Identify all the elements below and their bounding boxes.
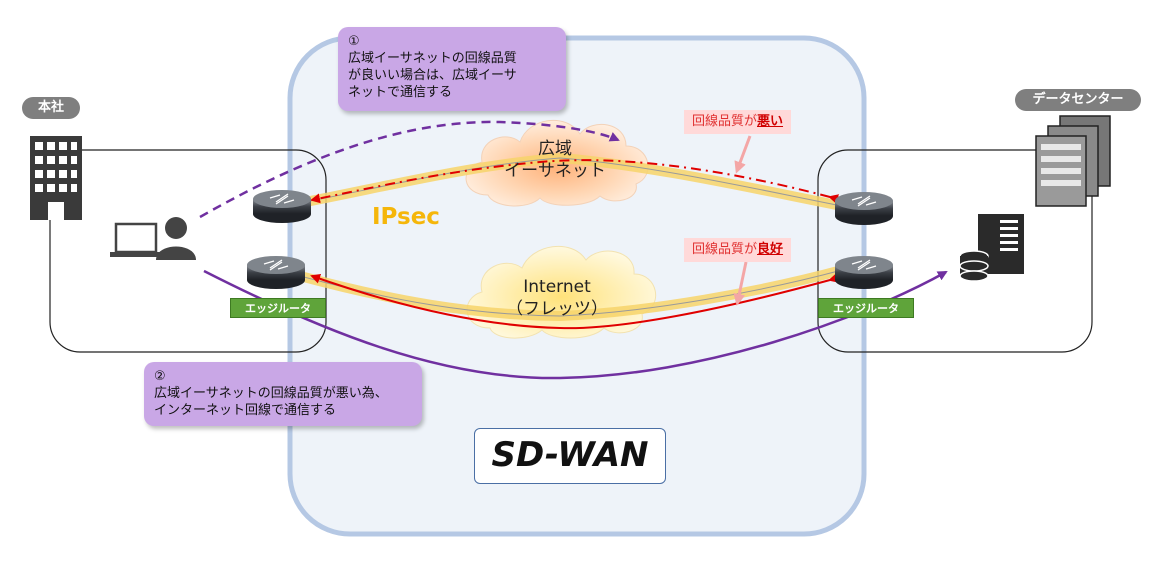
database-server-icon [959, 214, 1024, 282]
ipsec-tunnel-upper [299, 152, 843, 211]
edge-router-label-hq: エッジルータ [230, 298, 326, 318]
ipsec-tunnel-lower [298, 265, 844, 322]
router-icon-hq-lower [247, 256, 305, 289]
user-computer-icon [110, 217, 196, 260]
red-path-lower [310, 273, 840, 330]
note-2: ② 広域イーサネットの回線品質が悪い為、 インターネット回線で通信する [144, 362, 422, 426]
pink-pointer-good [733, 261, 748, 306]
purple-dashed-path [199, 120, 620, 219]
datacenter-site-label: データセンター [1015, 89, 1141, 111]
internet-cloud-line2: （フレッツ） [506, 299, 608, 319]
wide-area-cloud-line2: イーサネット [504, 161, 606, 181]
hq-site-label: 本社 [22, 97, 80, 119]
note-1-line2: が良いい場合は、広域イーサ [348, 68, 517, 83]
quality-bad-label: 回線品質が悪い [684, 110, 792, 134]
ipsec-label: IPsec [372, 204, 440, 230]
quality-good-prefix: 回線品質が [692, 242, 758, 257]
note-1-line1: 広域イーサネットの回線品質 [348, 51, 517, 66]
note-2-line2: インターネット回線で通信する [154, 403, 337, 418]
quality-good-label: 回線品質が良好 [684, 238, 792, 262]
wide-area-cloud-label: 広域 イーサネット [480, 138, 630, 182]
note-2-line1: 広域イーサネットの回線品質が悪い為、 [154, 386, 388, 401]
hq-site-box [49, 149, 327, 353]
sdwan-label: SD-WAN [474, 428, 666, 484]
edge-router-label-dc: エッジルータ [818, 298, 914, 318]
note-2-number: ② [154, 369, 166, 384]
quality-good-emphasis: 良好 [757, 242, 784, 257]
server-rack-icon [1035, 115, 1111, 207]
wide-area-cloud-line1: 広域 [538, 139, 572, 159]
office-building-icon [30, 136, 82, 220]
router-icon-dc-upper [835, 192, 893, 225]
internet-cloud-label: Internet （フレッツ） [482, 276, 632, 320]
internet-cloud-line1: Internet [523, 277, 591, 297]
router-icon-dc-lower [835, 256, 893, 289]
quality-bad-prefix: 回線品質が [692, 114, 758, 129]
dc-site-box [817, 149, 1093, 353]
note-1-number: ① [348, 34, 360, 49]
router-icon-hq-upper [253, 190, 311, 223]
note-1: ① 広域イーサネットの回線品質 が良いい場合は、広域イーサ ネットで通信する [338, 27, 566, 111]
note-1-line3: ネットで通信する [348, 85, 453, 100]
pink-pointer-bad [734, 135, 752, 174]
quality-bad-emphasis: 悪い [757, 114, 784, 129]
red-path-upper [310, 159, 840, 204]
